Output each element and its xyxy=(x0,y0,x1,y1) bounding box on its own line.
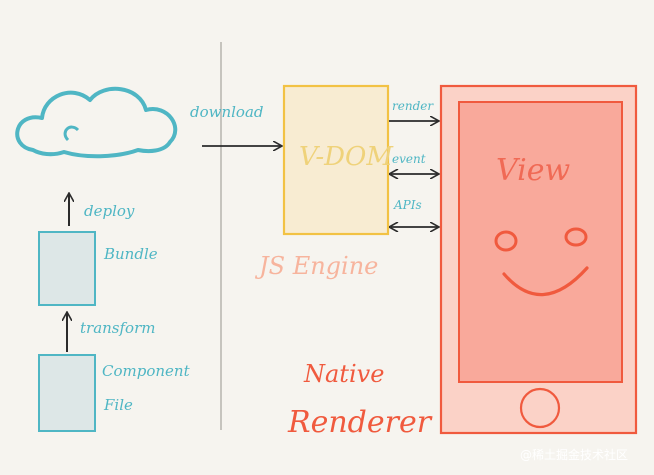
vdom-box xyxy=(282,84,390,236)
bundle-box xyxy=(38,231,96,306)
render-label: render xyxy=(392,99,434,113)
left-eye xyxy=(494,230,518,252)
apis-label: APIs xyxy=(393,198,422,212)
deploy-label: deploy xyxy=(84,202,135,220)
event-label: event xyxy=(392,152,426,166)
right-eye xyxy=(564,227,588,247)
phone-screen xyxy=(458,101,623,383)
renderer-caption-line1: Native xyxy=(303,360,384,388)
vdom-label: V-DOM xyxy=(299,142,394,172)
view-label: View xyxy=(496,153,570,188)
cloud-icon xyxy=(15,86,178,159)
download-label: download xyxy=(190,103,264,121)
bundle-label: Bundle xyxy=(103,245,158,263)
js-engine-caption: JS Engine xyxy=(254,252,378,280)
component-label-line1: Component xyxy=(102,362,191,380)
smile xyxy=(502,266,589,297)
component-file-box xyxy=(38,354,96,432)
watermark-text: @稀土掘金技术社区 xyxy=(520,447,628,462)
transform-label: transform xyxy=(80,319,155,337)
renderer-caption-line2: Renderer xyxy=(287,405,433,440)
home-button xyxy=(519,387,561,429)
component-label-line2: File xyxy=(103,396,133,414)
cloud-inner-curve xyxy=(63,125,80,142)
